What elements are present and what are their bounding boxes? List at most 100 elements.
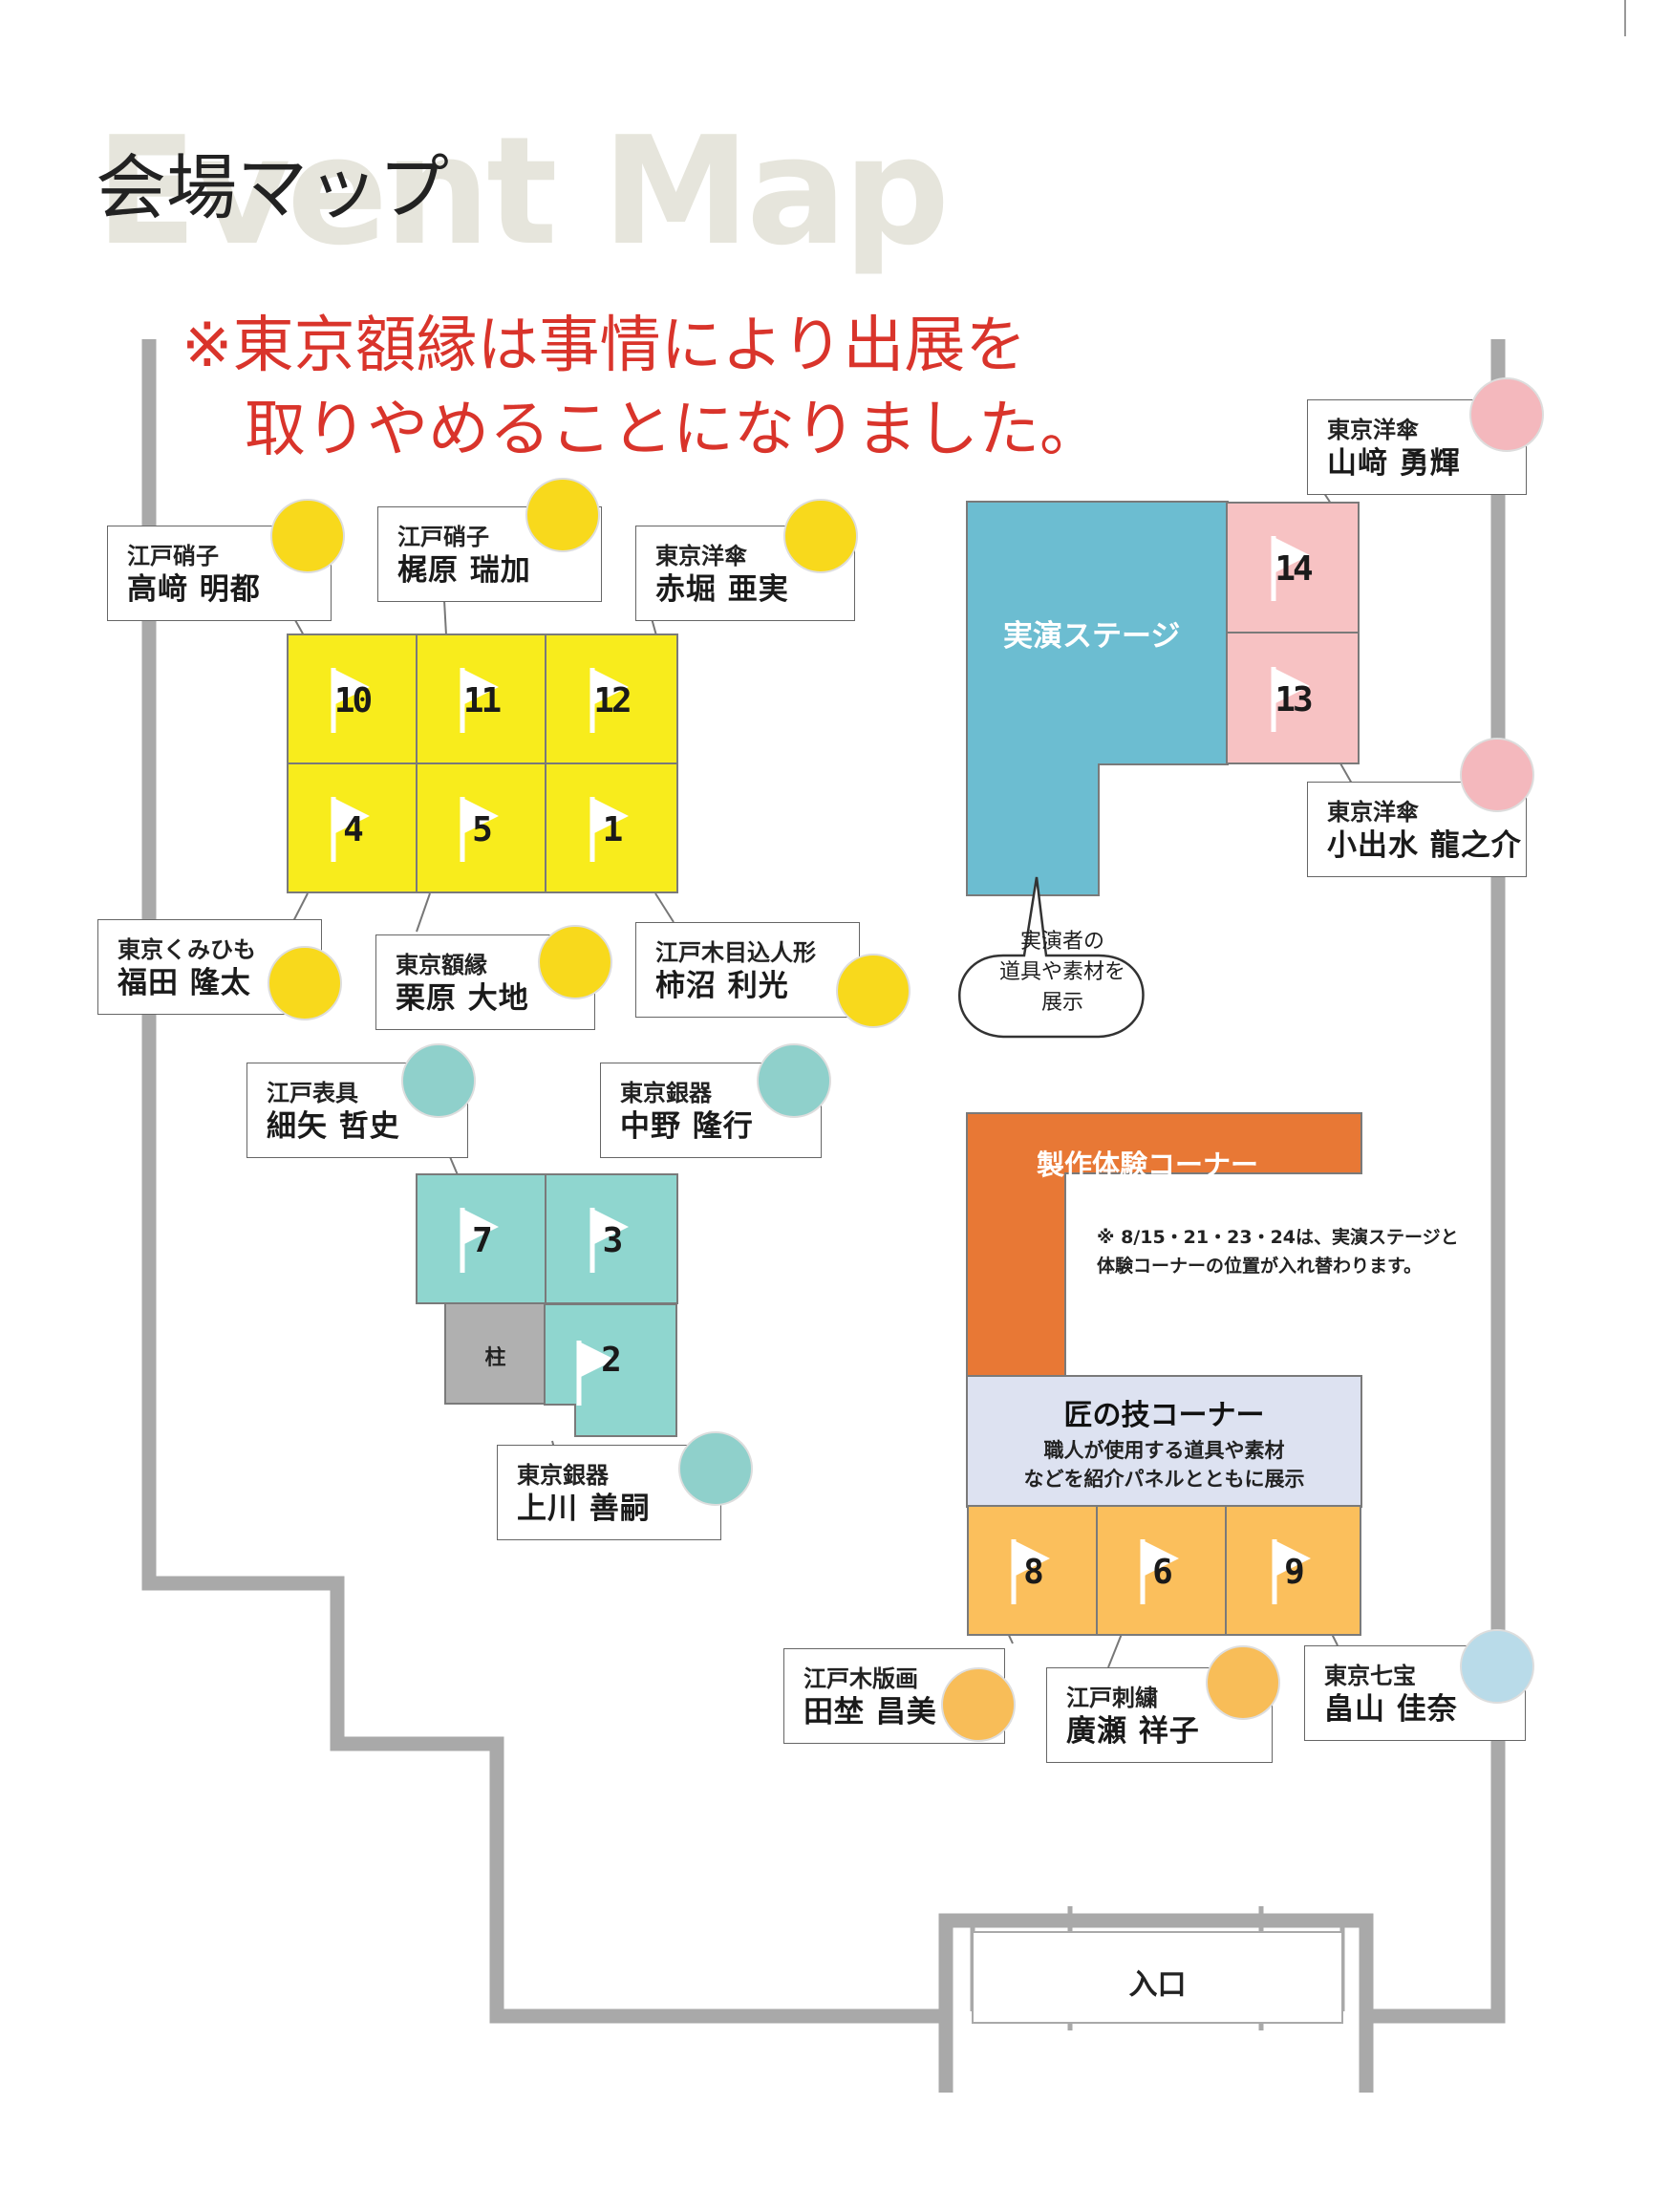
artisan-name: 小出水 龍之介 (1327, 828, 1522, 863)
craft-label: 江戸刺繍 (1066, 1685, 1158, 1711)
craft-label: 東京洋傘 (1327, 417, 1419, 443)
entrance-label: 入口 (1128, 1968, 1187, 2002)
artisan-name: 畠山 佳奈 (1324, 1692, 1458, 1727)
craft-label: 東京くみひも (118, 936, 256, 963)
cancellation-notice: ※東京額縁は事情により出展を 取りやめることになりました。 (182, 304, 1101, 472)
booth-1[interactable]: 1 (545, 762, 678, 893)
callout-booth-12: 東京洋傘 赤堀 亜実 (635, 526, 855, 621)
entrance-frame (938, 1913, 1374, 2093)
flag-icon: 8 (995, 1536, 1071, 1606)
artisan-name: 梶原 瑞加 (397, 553, 531, 588)
flag-icon: 9 (1255, 1536, 1332, 1606)
booth-number: 1 (602, 809, 624, 849)
craft-label: 江戸木版画 (803, 1665, 918, 1692)
bubble-line-2: 道具や素材を (998, 960, 1125, 984)
booth-9[interactable]: 9 (1225, 1505, 1361, 1636)
artisan-photo (401, 1043, 476, 1118)
craft-label: 東京七宝 (1324, 1663, 1416, 1689)
craft-label: 江戸表具 (267, 1080, 358, 1106)
booth-number: 9 (1284, 1552, 1305, 1592)
booth-number: 8 (1023, 1552, 1044, 1592)
booth-11[interactable]: 11 (416, 634, 546, 764)
artisan-photo (270, 499, 345, 573)
notice-line-1: ※東京額縁は事情により出展を (182, 311, 1027, 381)
booth-6[interactable]: 6 (1096, 1505, 1227, 1636)
entrance-area (972, 1931, 1343, 2024)
booth-number: 4 (343, 809, 364, 849)
booth-5[interactable]: 5 (416, 762, 546, 893)
booth-number: 6 (1152, 1552, 1173, 1592)
booth-13[interactable]: 13 (1226, 632, 1360, 764)
booth-12[interactable]: 12 (545, 634, 678, 764)
craft-label: 東京洋傘 (1327, 799, 1419, 826)
booth-number: 12 (593, 680, 632, 720)
workshop-label: 製作体験コーナー (1037, 1149, 1259, 1181)
flag-icon: 3 (573, 1204, 650, 1275)
artisan-photo (678, 1431, 753, 1506)
booth-14[interactable]: 14 (1226, 502, 1360, 634)
booth-4[interactable]: 4 (287, 762, 418, 893)
notice-line-2: 取りやめることになりました。 (245, 395, 1101, 465)
artisan-name: 栗原 大地 (396, 981, 529, 1016)
takumi-subtitle: 職人が使用する道具や素材 などを紹介パネルとともに展示 (967, 1436, 1361, 1493)
outer-wall-left (141, 339, 946, 2024)
callout-booth-1: 江戸木目込人形 柿沼 利光 (635, 922, 860, 1018)
artisan-name: 細矢 哲史 (267, 1109, 400, 1144)
venue-walls (141, 339, 1506, 2093)
booth-8[interactable]: 8 (967, 1505, 1098, 1636)
demo-stage-area (966, 501, 1229, 896)
artisan-name: 田埜 昌美 (803, 1695, 937, 1729)
craft-label: 江戸硝子 (127, 543, 219, 569)
booth-number: 13 (1275, 679, 1313, 719)
flag-icon: 5 (443, 793, 520, 864)
flag-icon (581, 1342, 615, 1377)
artisan-photo (1460, 738, 1534, 812)
craft-label: 東京額縁 (396, 952, 487, 978)
booth-number: 11 (462, 680, 502, 720)
booth-number: 3 (602, 1220, 624, 1260)
booth-number: 14 (1275, 549, 1313, 589)
booth-2[interactable]: 2 (543, 1302, 680, 1440)
booth-number: 7 (472, 1220, 493, 1260)
bubble-line-1: 実演者の (1019, 930, 1104, 954)
booth-3[interactable]: 3 (545, 1173, 678, 1304)
stage-bubble-text: 実演者の 道具や素材を 展示 (967, 927, 1158, 1019)
callout-booth-8: 江戸木版画 田埜 昌美 (783, 1648, 1005, 1744)
flag-icon: 11 (443, 664, 520, 735)
artisan-name: 柿沼 利光 (655, 969, 789, 1003)
flag-icon: 10 (314, 664, 391, 735)
artisan-name: 山﨑 勇輝 (1327, 446, 1461, 481)
artisan-photo (783, 499, 858, 573)
callout-booth-10: 江戸硝子 高﨑 明都 (107, 526, 332, 621)
flag-icon: 1 (573, 793, 650, 864)
artisan-photo (538, 925, 612, 999)
takumi-subtitle-line-2: などを紹介パネルとともに展示 (1023, 1468, 1305, 1491)
booth-10[interactable]: 10 (287, 634, 418, 764)
artisan-name: 上川 善嗣 (517, 1492, 651, 1526)
artisan-name: 高﨑 明都 (127, 572, 261, 607)
event-map-watermark: Event Map (96, 104, 950, 278)
artisan-name: 福田 隆太 (118, 966, 251, 1000)
artisan-photo (268, 946, 342, 1020)
artisan-photo (941, 1667, 1016, 1742)
flag-icon: 14 (1254, 532, 1331, 603)
page-title: 会場マップ (96, 147, 449, 229)
artisan-name: 赤堀 亜実 (655, 572, 789, 607)
booth-number: 5 (472, 809, 493, 849)
booth-7[interactable]: 7 (416, 1173, 546, 1304)
artisan-photo (1469, 377, 1544, 452)
pillar: 柱 (444, 1302, 546, 1405)
booth-number: 2 (601, 1341, 622, 1380)
craft-label: 江戸硝子 (397, 524, 489, 550)
craft-label: 東京銀器 (517, 1462, 609, 1489)
takumi-subtitle-line-1: 職人が使用する道具や素材 (1043, 1439, 1285, 1462)
takumi-title: 匠の技コーナー (1063, 1399, 1265, 1432)
artisan-photo (1460, 1629, 1534, 1704)
demo-stage-label: 実演ステージ (1003, 619, 1181, 654)
flag-icon: 7 (443, 1204, 520, 1275)
artisan-photo (757, 1043, 831, 1118)
craft-label: 江戸木目込人形 (655, 939, 816, 966)
flag-icon: 13 (1254, 663, 1331, 734)
workshop-note: ※ 8/15・21・23・24は、実演ステージと体験コーナーの位置が入れ替わりま… (1097, 1227, 1459, 1277)
